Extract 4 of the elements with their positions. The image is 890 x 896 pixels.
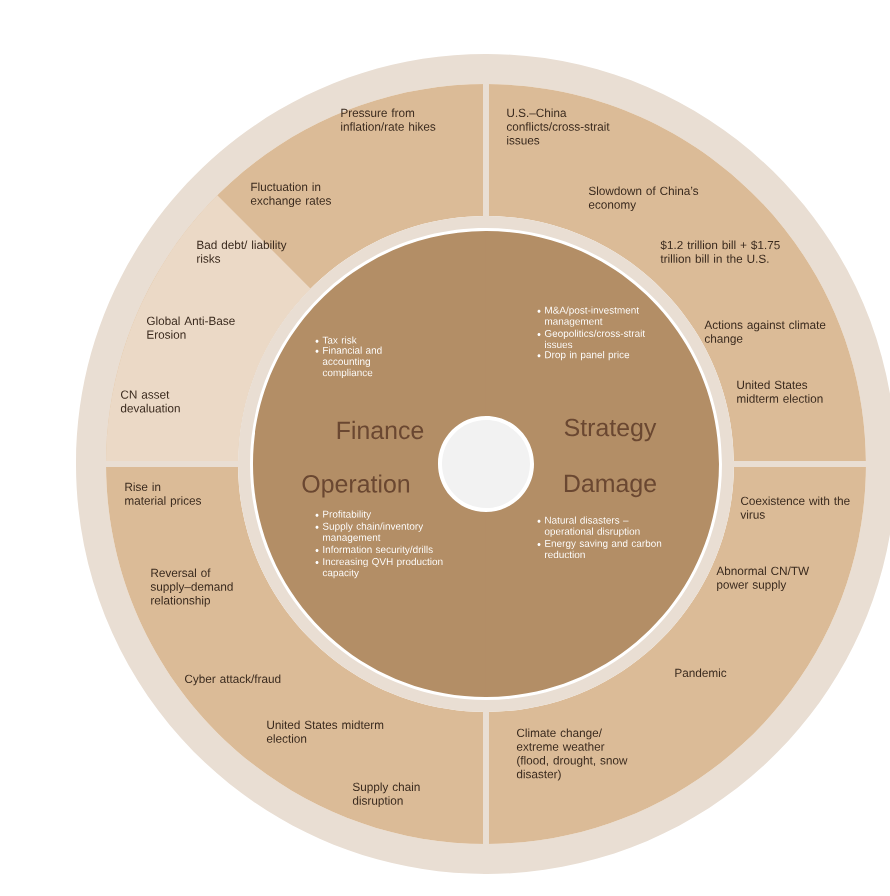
node-label: Strategy bbox=[564, 418, 657, 442]
node-label: Operation bbox=[302, 474, 410, 498]
node-label: Damage bbox=[564, 474, 656, 498]
node-label: Finance bbox=[337, 420, 424, 440]
